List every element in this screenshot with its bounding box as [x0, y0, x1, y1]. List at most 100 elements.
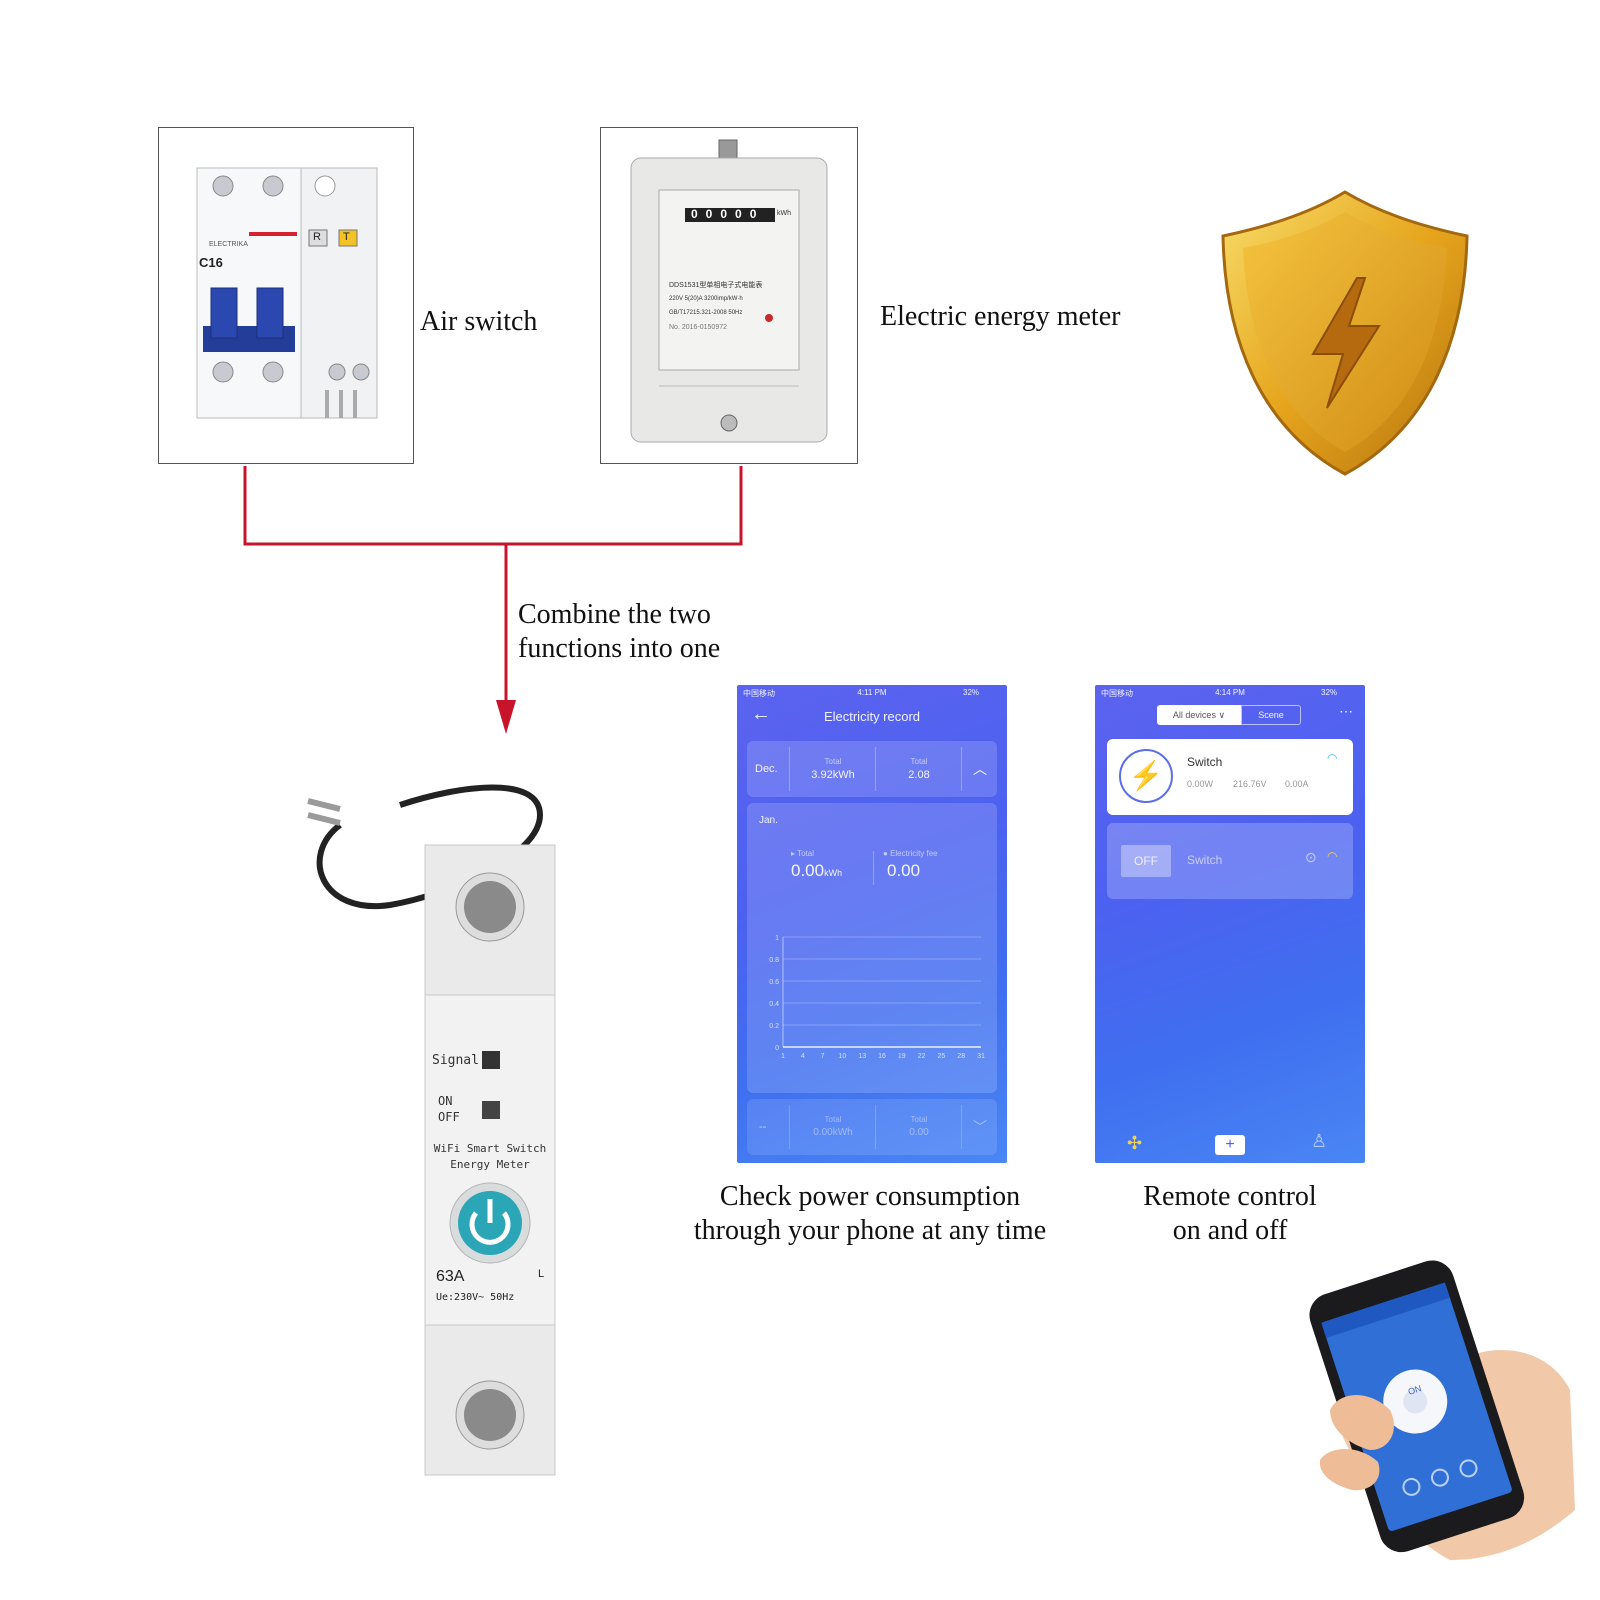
device-name-line1: WiFi Smart Switch	[433, 1142, 547, 1155]
fee-section: ● Electricity fee	[883, 849, 938, 858]
meter-standard: GB/T17215.321-2008 50Hz	[669, 310, 743, 316]
timer-icon[interactable]: ⊙	[1305, 849, 1317, 865]
x-tick-label: 10	[839, 1053, 847, 1060]
x-tick-label: 31	[977, 1053, 985, 1060]
air-switch-label: Air switch	[420, 306, 538, 337]
total2-label: Total	[797, 849, 814, 858]
lightning-icon[interactable]: ⚡	[1119, 749, 1173, 803]
device1-name: Switch	[1187, 755, 1223, 769]
remote-caption-line1: Remote control	[1143, 1181, 1317, 1212]
connector-lines	[243, 466, 743, 734]
remote-caption-line2: on and off	[1172, 1215, 1288, 1246]
add-device-button[interactable]: +	[1215, 1135, 1245, 1155]
fee2-label: Electricity fee	[890, 849, 938, 858]
y-tick-label: 0.8	[769, 957, 779, 964]
fee-total-label: Total	[910, 757, 928, 766]
combine-label-line2: functions into one	[518, 633, 721, 664]
tab-all-devices[interactable]: All devices ∨	[1157, 705, 1241, 725]
more-icon[interactable]: ⋯	[1339, 703, 1353, 719]
fee-value: 2.08	[908, 769, 930, 781]
device1-current: 0.00A	[1285, 779, 1309, 789]
total-section: ▸ Total	[791, 849, 814, 858]
month-detail-jan: Jan. ▸ Total 0.00kWh ● Electricity fee 0…	[747, 803, 997, 1093]
total2-unit: kWh	[824, 868, 843, 878]
offline-wifi-icon: ◠	[1327, 849, 1338, 863]
x-tick-label: 16	[878, 1053, 886, 1060]
month-row-other[interactable]: -- Total 0.00kWh Total 0.00 ﹀	[747, 1099, 997, 1155]
status-time-2: 4:14 PM	[1215, 688, 1245, 697]
month3-label: --	[759, 1121, 767, 1133]
check-caption-line1: Check power consumption	[719, 1181, 1021, 1212]
device-card-switch-off[interactable]: OFF Switch ⊙ ◠	[1107, 823, 1353, 899]
x-tick-label: 22	[918, 1053, 926, 1060]
tab-all-label: All devices	[1172, 710, 1216, 720]
x-tick-label: 28	[957, 1053, 965, 1060]
meter-model: DDS1531型单相电子式电能表	[669, 282, 763, 289]
tab-scene-label: Scene	[1258, 710, 1284, 720]
x-tick-label: 1	[781, 1053, 785, 1060]
chevron-down-icon[interactable]: ﹀	[973, 1119, 987, 1135]
total-label: Total	[824, 757, 842, 766]
circuit-breaker-icon	[196, 167, 378, 419]
devices-tab-icon[interactable]: ✣	[1127, 1133, 1143, 1153]
x-tick-label: 13	[858, 1053, 866, 1060]
month-label-jan: Jan.	[759, 815, 778, 826]
add-icon: +	[1225, 1136, 1235, 1153]
device-list-screen: 中国移动 4:14 PM 32% All devices ∨ Scene ⋯ ⚡…	[1095, 685, 1365, 1163]
status-time: 4:11 PM	[857, 688, 887, 697]
device1-power: 0.00W	[1187, 779, 1214, 789]
breaker-test-t: T	[343, 231, 350, 243]
profile-icon[interactable]: ♙	[1311, 1131, 1328, 1151]
meter-spec: 220V 5(20)A 3200imp/kW·h	[669, 296, 743, 302]
device-current-rating: 63A	[436, 1268, 465, 1285]
device-voltage: Ue:230V~ 50Hz	[436, 1292, 515, 1303]
air-switch-photo: ELECTRIKA C16 R T	[158, 127, 414, 464]
device-card-switch-on[interactable]: ⚡ Switch 0.00W 216.76V 0.00A ◠	[1107, 739, 1353, 815]
y-tick-label: 0.6	[769, 979, 779, 986]
energy-meter-icon	[630, 139, 828, 443]
back-arrow-icon[interactable]: ←	[751, 703, 771, 725]
device-signal-label: Signal	[432, 1053, 479, 1068]
y-tick-label: 1	[775, 935, 779, 942]
meter-unit: kWh	[777, 210, 791, 217]
meter-digits: 00000	[691, 207, 765, 221]
breaker-test-r: R	[313, 231, 321, 243]
breaker-rating: C16	[199, 255, 223, 270]
total2-value: 0.00	[791, 861, 825, 880]
fee3-value: 0.00	[909, 1127, 929, 1138]
status-carrier: 中国移动	[743, 689, 775, 698]
y-tick-label: 0.4	[769, 1001, 779, 1008]
x-tick-label: 19	[898, 1053, 906, 1060]
x-tick-label: 25	[938, 1053, 946, 1060]
status-battery-2: 32%	[1321, 688, 1338, 697]
bottom-nav: ✣ + ♙	[1095, 1129, 1365, 1163]
y-tick-label: 0.2	[769, 1023, 779, 1030]
total3-value: 0.00kWh	[813, 1127, 853, 1138]
device-power-button[interactable]	[450, 1183, 530, 1263]
energy-meter-label: Electric energy meter	[880, 301, 1121, 332]
device2-name: Switch	[1187, 853, 1223, 867]
combine-label-line1: Combine the two	[518, 599, 711, 630]
device-on-label: ON	[438, 1094, 453, 1108]
x-tick-label: 7	[821, 1053, 825, 1060]
check-caption-line2: through your phone at any time	[693, 1215, 1047, 1246]
status-battery: 32%	[963, 688, 980, 697]
chevron-up-icon[interactable]: ︿	[973, 761, 987, 777]
tab-scene[interactable]: Scene	[1241, 705, 1301, 725]
total2-value-wrap: 0.00kWh	[791, 861, 842, 881]
fee3-label: Total	[910, 1115, 928, 1124]
lightning-shield-icon	[1221, 190, 1469, 476]
meter-serial: No. 2016-0150972	[669, 324, 727, 331]
energy-meter-photo: DDS1531型单相电子式电能表 00000 kWh 220V 5(20)A 3…	[600, 127, 858, 464]
wifi-icon: ◠	[1327, 751, 1338, 765]
device-terminal: L	[538, 1268, 545, 1280]
chevron-down-icon: ∨	[1218, 710, 1226, 720]
y-tick-label: 0	[775, 1045, 779, 1052]
off-button[interactable]: OFF	[1121, 845, 1171, 877]
month-row-dec[interactable]: Dec. Total 3.92kWh Total 2.08 ︿	[747, 741, 997, 797]
off-label: OFF	[1134, 854, 1158, 868]
month-label: Dec.	[755, 763, 778, 775]
smart-switch-device	[307, 784, 556, 1476]
hand-holding-phone	[1309, 1260, 1575, 1560]
